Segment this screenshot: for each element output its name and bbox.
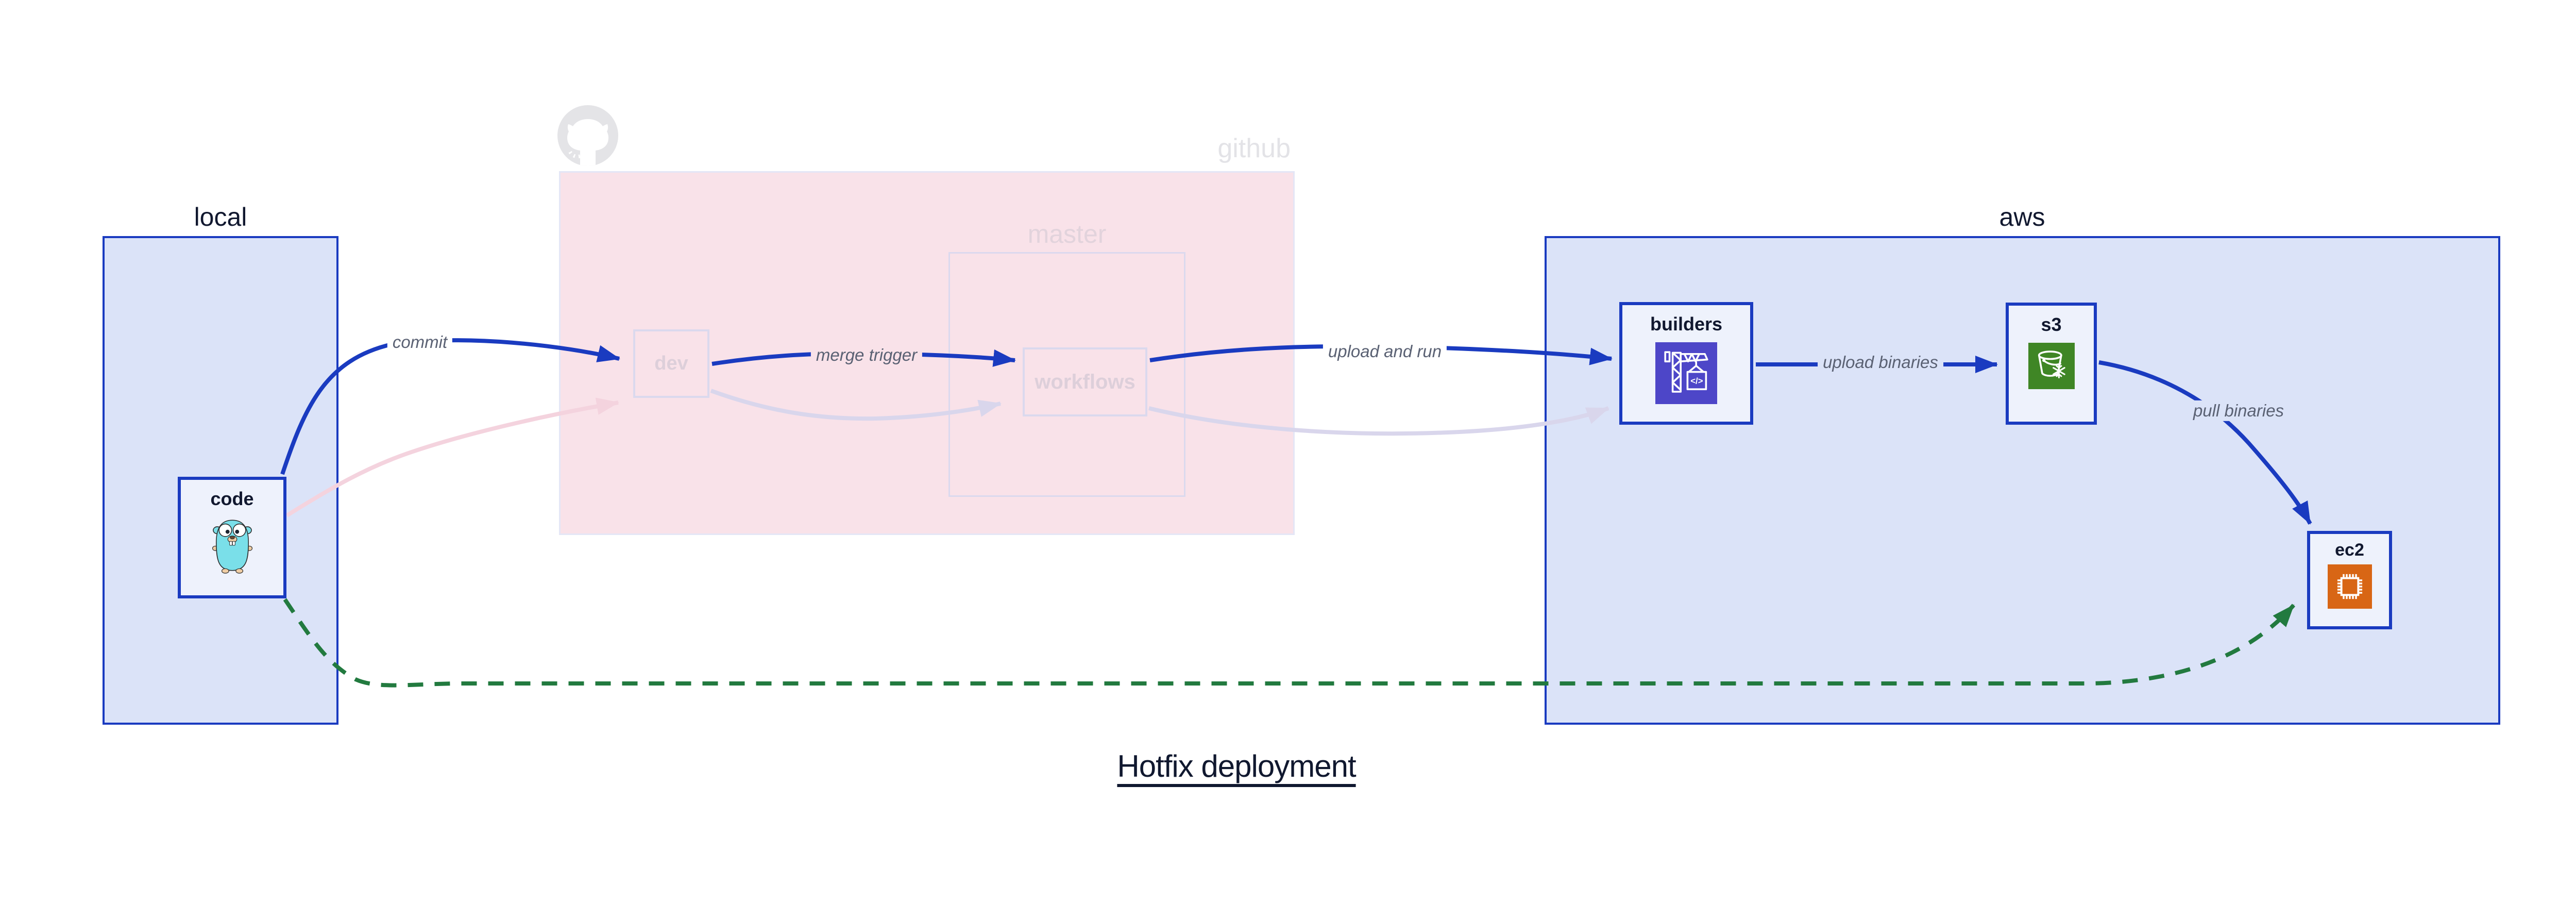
- node-s3: s3: [2006, 303, 2097, 425]
- edge-label-pull-binaries: pull binaries: [2188, 400, 2290, 422]
- node-workflows-label: workflows: [1035, 370, 1136, 393]
- node-dev: dev: [633, 329, 709, 398]
- node-s3-label: s3: [2041, 314, 2062, 335]
- group-label-github: github: [1217, 133, 1291, 163]
- aws-s3-bucket-icon: [2028, 343, 2075, 392]
- github-octocat-icon: [557, 105, 618, 166]
- group-label-local: local: [194, 203, 247, 231]
- codebuild-code-glyph: </>: [1690, 376, 1703, 386]
- edge-label-merge-trigger: merge trigger: [810, 344, 923, 366]
- aws-codebuild-icon: </>: [1655, 342, 1717, 407]
- node-code: code: [178, 477, 286, 598]
- node-ec2-label: ec2: [2335, 540, 2364, 560]
- node-ec2: ec2: [2307, 531, 2392, 629]
- go-gopher-icon: [212, 517, 252, 576]
- edge-label-commit: commit: [387, 331, 453, 353]
- group-label-master: master: [1027, 220, 1107, 248]
- node-builders-label: builders: [1650, 313, 1723, 335]
- group-label-aws: aws: [1999, 203, 2045, 231]
- edge-label-upload-binaries: upload binaries: [1818, 352, 1943, 373]
- node-builders: builders </>: [1619, 302, 1753, 425]
- group-box-master: [948, 252, 1185, 497]
- node-dev-label: dev: [654, 353, 688, 374]
- node-code-label: code: [210, 488, 254, 509]
- diagram-title: Hotfix deployment: [1117, 749, 1356, 783]
- aws-ec2-chip-icon: [2327, 564, 2372, 611]
- node-workflows: workflows: [1023, 347, 1147, 416]
- edge-label-upload-and-run: upload and run: [1323, 341, 1447, 362]
